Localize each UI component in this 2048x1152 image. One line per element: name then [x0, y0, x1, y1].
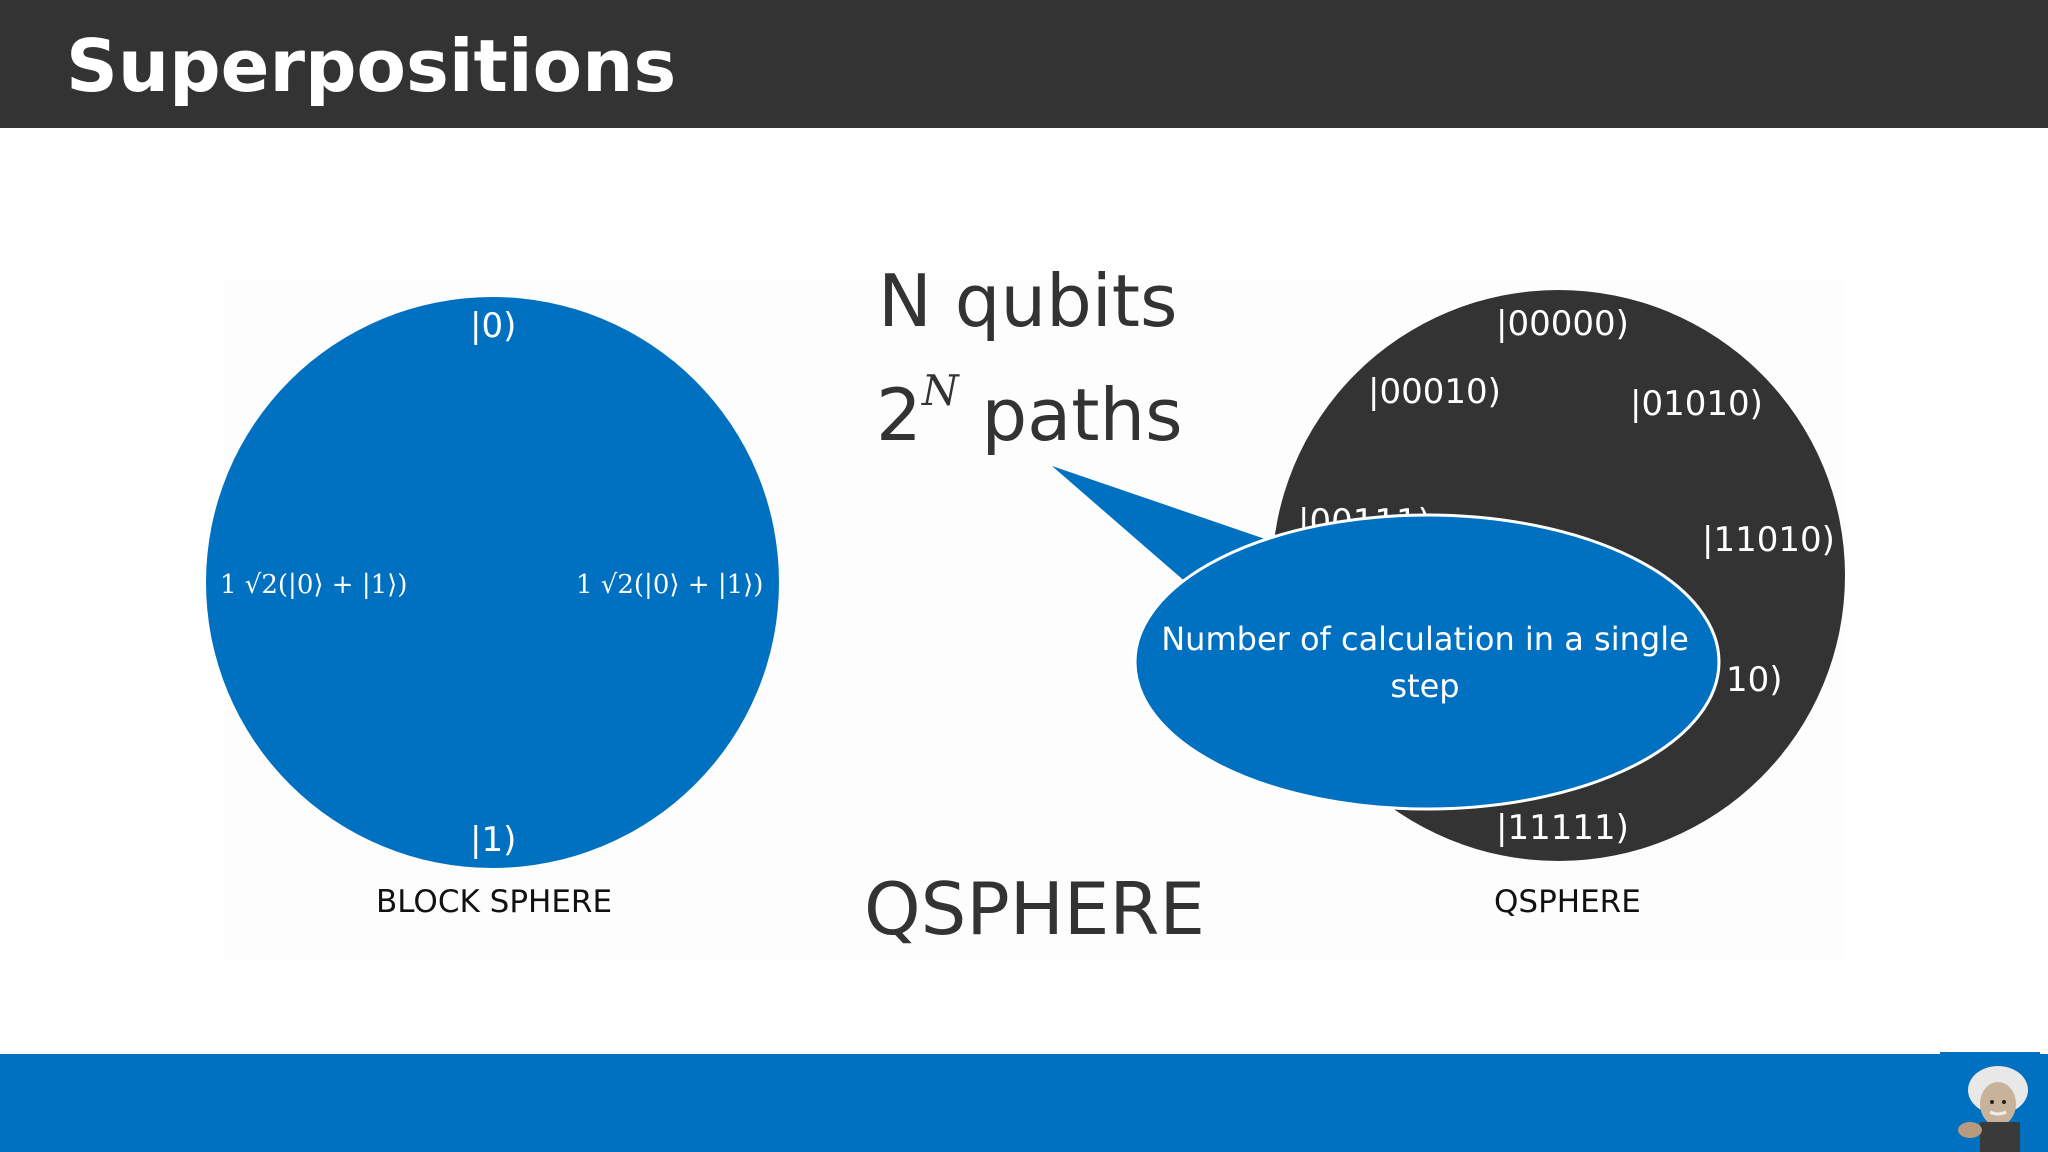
einstein-avatar-icon — [1940, 1052, 2040, 1152]
paths-exponent: N — [921, 366, 959, 415]
block-sphere-top-state: |0) — [470, 306, 517, 346]
paths-suffix: paths — [981, 373, 1183, 457]
block-sphere-circle — [206, 297, 779, 868]
block-sphere-left-superposition: 1 √2(|0⟩ + |1⟩) — [220, 570, 408, 600]
block-sphere-caption: BLOCK SPHERE — [376, 884, 613, 920]
qsphere-center-title: QSPHERE — [864, 867, 1205, 951]
callout-pointer — [1052, 466, 1268, 584]
block-sphere-bottom-state: |1) — [470, 820, 517, 860]
qsphere-state-01010: |01010) — [1630, 384, 1763, 424]
block-sphere-right-superposition: 1 √2(|0⟩ + |1⟩) — [576, 570, 764, 600]
qsphere-state-00000: |00000) — [1496, 304, 1629, 344]
qsphere-state-00010: |00010) — [1368, 372, 1501, 412]
qsphere-caption: QSPHERE — [1494, 884, 1641, 920]
n-qubits-text: N qubits — [878, 259, 1178, 343]
callout-ellipse — [1133, 513, 1721, 811]
qsphere-state-11010: |11010) — [1702, 520, 1835, 560]
paths-base: 2 — [876, 373, 922, 457]
footer-bar — [0, 1054, 2048, 1152]
callout-text: Number of calculation in a single step — [1161, 620, 1689, 705]
page-title: Superpositions — [66, 24, 677, 108]
header-bar: Superpositions — [0, 0, 2048, 128]
qsphere-state-partial: 10) — [1726, 660, 1783, 700]
qsphere-state-11111: |11111) — [1496, 808, 1629, 848]
paths-text: 2N paths — [876, 358, 1183, 458]
